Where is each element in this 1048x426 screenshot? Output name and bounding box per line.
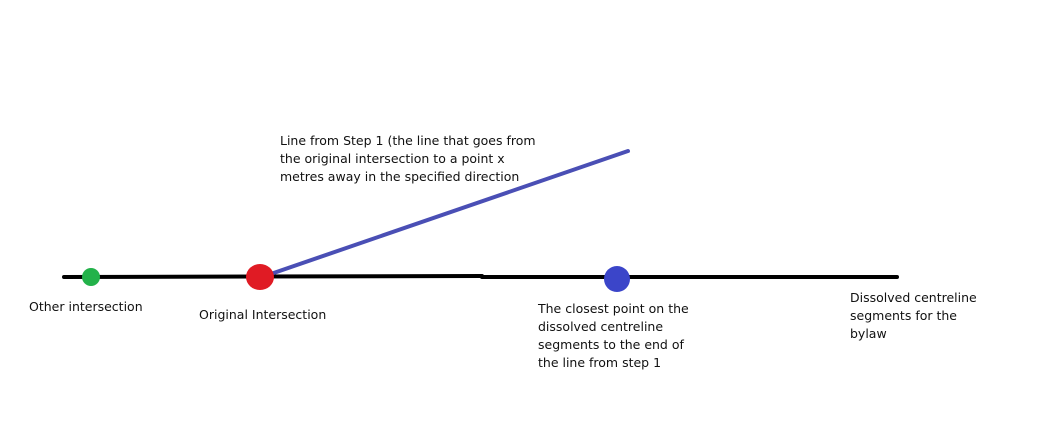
original-intersection-point xyxy=(246,264,274,290)
label-other-intersection: Other intersection xyxy=(29,299,143,314)
label-centreline-segments: Dissolved centreline segments for the by… xyxy=(850,290,977,341)
label-step-1-line: Line from Step 1 (the line that goes fro… xyxy=(280,133,536,184)
label-closest-point: The closest point on the dissolved centr… xyxy=(538,301,689,370)
other-intersection-point xyxy=(82,268,100,286)
step-1-line xyxy=(260,149,630,279)
closest-point-marker xyxy=(604,266,630,292)
label-original-intersection: Original Intersection xyxy=(199,307,327,322)
